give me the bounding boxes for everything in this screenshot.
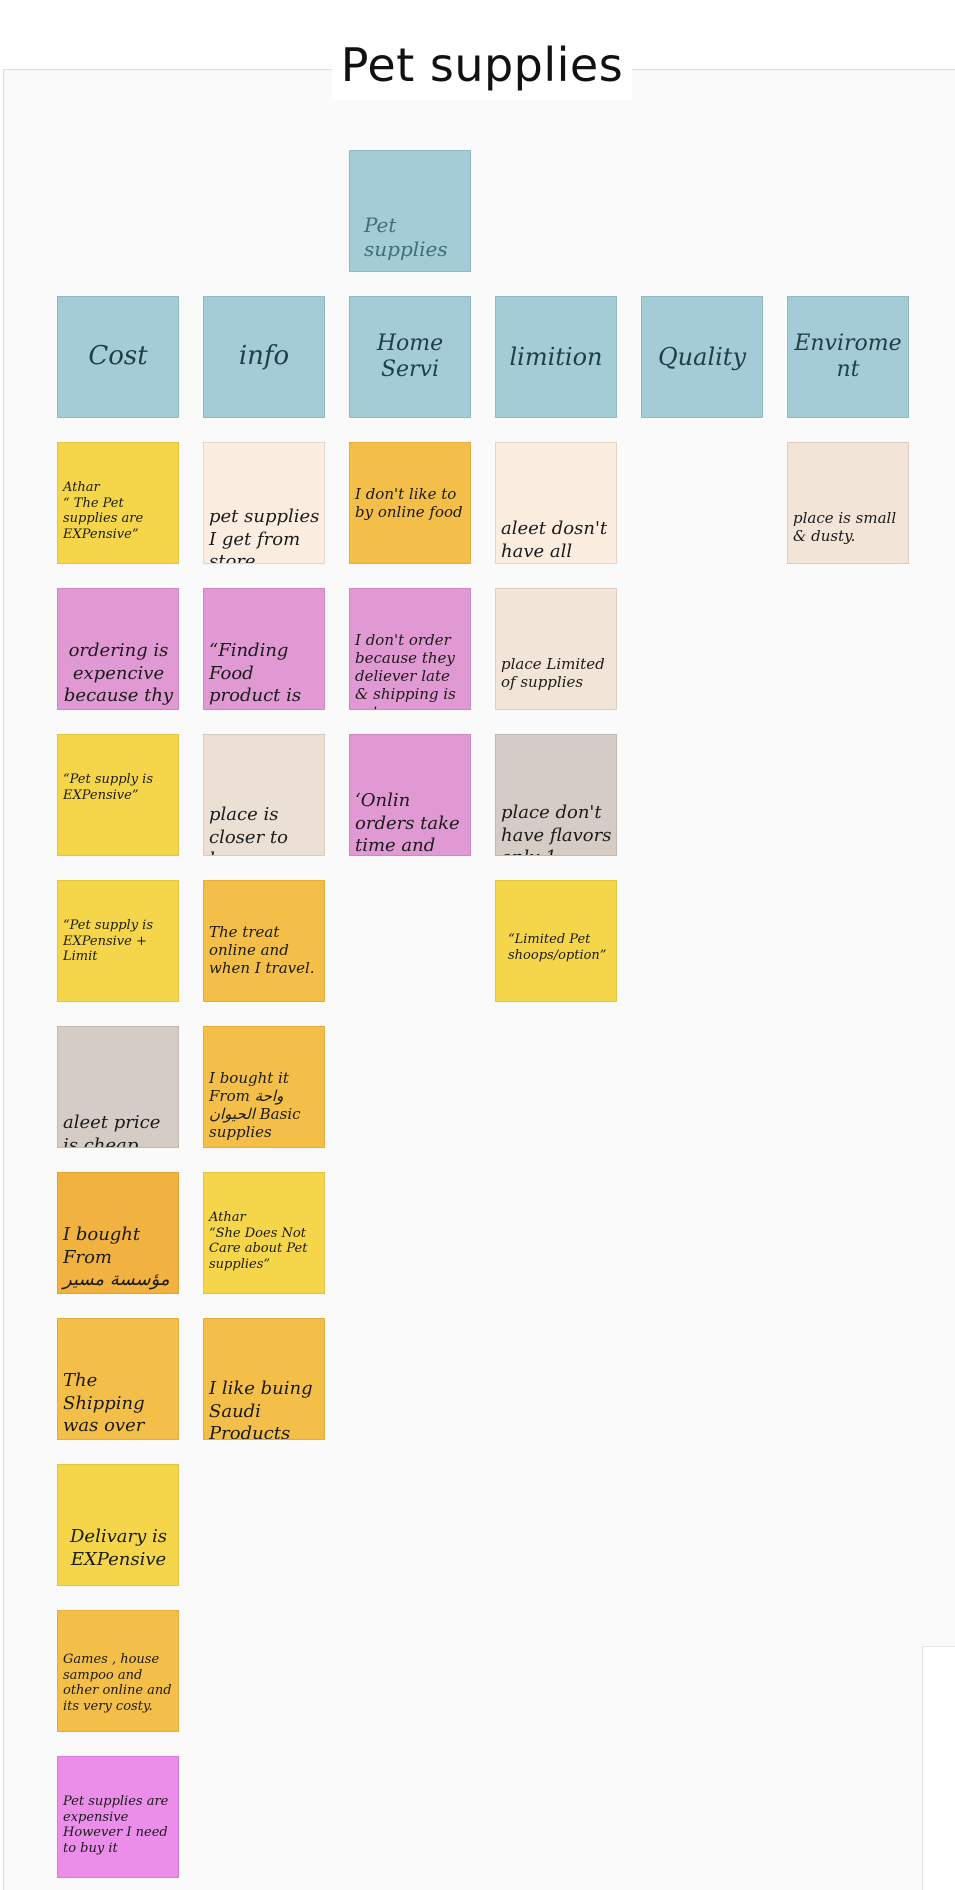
sticky-note-info-1[interactable]: pet supplies I get from store. (203, 442, 325, 564)
note-text: “Limited Pet shoops/option” (508, 932, 607, 963)
note-text: I don't like to by online food (355, 485, 463, 521)
header-label: limition (509, 342, 603, 371)
sticky-note-cost-8[interactable]: Delivary is EXPensive (57, 1464, 179, 1586)
category-header-info[interactable]: info (203, 296, 325, 418)
category-header-cost[interactable]: Cost (57, 296, 179, 418)
sticky-note-info-6[interactable]: Athar “She Does Not Care about Pet suppl… (203, 1172, 325, 1294)
sticky-note-info-5[interactable]: I bought it From واحة الحيوان Basic supp… (203, 1026, 325, 1148)
header-label: info (238, 341, 290, 372)
note-text: place is closer to home (209, 804, 288, 855)
note-text: I don't order because they deliever late… (355, 631, 456, 709)
note-text: “Pet supply is EXPensive” (63, 772, 158, 803)
sticky-note-cost-1[interactable]: Athar “ The Pet supplies are EXPensive” (57, 442, 179, 564)
sticky-note-home-3[interactable]: ‘Onlin orders take time and Expensive (349, 734, 471, 856)
note-text: “Pet supply is EXPensive + Limit (63, 918, 158, 965)
sticky-note-home-2[interactable]: I don't order because they deliever late… (349, 588, 471, 710)
sticky-note-cost-3[interactable]: “Pet supply is EXPensive” (57, 734, 179, 856)
note-text: The Shipping was over Price. (63, 1370, 145, 1439)
sticky-note-limitation-4[interactable]: “Limited Pet shoops/option” (495, 880, 617, 1002)
note-text: ordering is expencive because thy take s… (63, 640, 174, 709)
note-text: Pet supplies (364, 213, 448, 261)
note-text: Athar “She Does Not Care about Pet suppl… (209, 1210, 308, 1272)
sticky-note-limitation-1[interactable]: aleet dosn't have all supplies. (495, 442, 617, 564)
note-text: “Finding Food product is not big Issue” (209, 640, 302, 709)
sticky-note-cost-5[interactable]: aleet price is cheap. (57, 1026, 179, 1148)
note-text: The treat online and when I travel. (209, 923, 315, 977)
note-text: I bought it From واحة الحيوان Basic supp… (209, 1069, 306, 1141)
note-text: Games , house sampoo and other online an… (63, 1652, 176, 1714)
note-text: aleet dosn't have all supplies. (501, 518, 608, 562)
sticky-note-info-2[interactable]: “Finding Food product is not big Issue” (203, 588, 325, 710)
header-label: Cost (88, 341, 148, 372)
adjacent-frame-edge (922, 1646, 955, 1890)
board-title[interactable]: Pet supplies (340, 38, 624, 92)
header-label: Enviroment (794, 330, 902, 382)
sticky-note-limitation-3[interactable]: place don't have flavors only 1 flavors (495, 734, 617, 856)
sticky-note-info-4[interactable]: The treat online and when I travel. (203, 880, 325, 1002)
note-text: Pet supplies are expensive However I nee… (63, 1794, 173, 1856)
note-text: I like buing Saudi Products (209, 1378, 319, 1440)
note-text: place don't have flavors only 1 flavors (501, 802, 612, 855)
note-text: aleet price is cheap. (63, 1112, 167, 1148)
sticky-note-cost-4[interactable]: “Pet supply is EXPensive + Limit (57, 880, 179, 1002)
sticky-note-cost-2[interactable]: ordering is expencive because thy take s… (57, 588, 179, 710)
sticky-note-root[interactable]: Pet supplies (349, 150, 471, 272)
note-text: Delivary is EXPensive (70, 1526, 173, 1570)
sticky-note-home-1[interactable]: I don't like to by online food (349, 442, 471, 564)
sticky-note-info-7[interactable]: I like buing Saudi Products (203, 1318, 325, 1440)
sticky-note-cost-6[interactable]: I bought From مؤسسة مسير wholesale price (57, 1172, 179, 1294)
category-header-quality[interactable]: Quality (641, 296, 763, 418)
note-text: I bought From مؤسسة مسير wholesale price (63, 1224, 170, 1293)
note-text: place Limited of supplies (501, 655, 610, 691)
note-text: pet supplies I get from store. (209, 506, 325, 564)
header-label: Home Servi (376, 330, 451, 382)
sticky-note-cost-10[interactable]: Pet supplies are expensive However I nee… (57, 1756, 179, 1878)
category-header-home-service[interactable]: Home Servi (349, 296, 471, 418)
note-text: place is small & dusty. (793, 509, 901, 545)
sticky-note-environment-1[interactable]: place is small & dusty. (787, 442, 909, 564)
sticky-note-cost-7[interactable]: The Shipping was over Price. (57, 1318, 179, 1440)
category-header-limitation[interactable]: limition (495, 296, 617, 418)
header-label: Quality (658, 342, 746, 371)
sticky-note-info-3[interactable]: place is closer to home (203, 734, 325, 856)
note-text: ‘Onlin orders take time and Expensive (355, 790, 460, 856)
category-header-environment[interactable]: Enviroment (787, 296, 909, 418)
board-title-container: Pet supplies (332, 30, 632, 100)
note-text: Athar “ The Pet supplies are EXPensive” (63, 480, 144, 542)
sticky-note-limitation-2[interactable]: place Limited of supplies (495, 588, 617, 710)
sticky-note-cost-9[interactable]: Games , house sampoo and other online an… (57, 1610, 179, 1732)
